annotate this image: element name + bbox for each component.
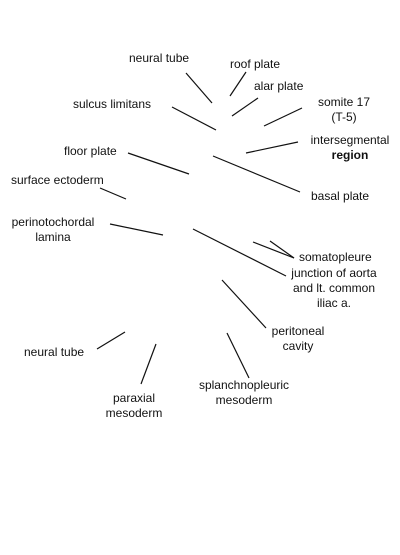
leader-somite — [263, 107, 303, 127]
leader-sulcus-limitans — [171, 106, 217, 131]
label-junction: junction of aorta and lt. common iliac a… — [280, 266, 388, 311]
label-splanchno-line2: mesoderm — [215, 393, 273, 407]
leader-perinotochordal — [109, 223, 164, 236]
label-somatopleure: somatopleure — [299, 250, 372, 264]
leader-roof-plate — [229, 71, 247, 97]
label-paraxial-line1: paraxial — [112, 391, 156, 405]
leader-surface-ectoderm — [99, 187, 127, 200]
label-intersegmental: intersegmental — [310, 133, 390, 147]
label-perinotochordal-line2: lamina — [35, 230, 71, 244]
leader-floor-plate — [127, 152, 190, 175]
label-floor-plate: floor plate — [64, 144, 117, 158]
label-somite-line2: (T-5) — [331, 110, 357, 124]
label-basal-plate: basal plate — [311, 189, 370, 203]
leader-basal-plate — [212, 155, 301, 193]
leader-somatopleure-2 — [269, 240, 295, 259]
label-junction-line3: iliac a. — [316, 296, 351, 310]
label-roof-plate: roof plate — [230, 57, 281, 71]
label-junction-line2: and lt. common — [292, 281, 376, 295]
leader-paraxial — [140, 343, 157, 385]
label-intersegmental-region: intersegmental region — [300, 133, 400, 163]
leader-neural-tube-bottom — [96, 331, 126, 350]
label-alar-plate: alar plate — [254, 79, 304, 93]
label-surface-ectoderm: surface ectoderm — [11, 173, 104, 187]
label-perinotochordal-lamina: perinotochordal lamina — [8, 215, 98, 245]
leader-neural-tube-top — [185, 72, 213, 104]
label-neural-tube-top: neural tube — [129, 51, 190, 65]
leader-intersegmental — [245, 141, 299, 154]
label-paraxial-mesoderm: paraxial mesoderm — [96, 391, 172, 421]
label-peritoneal-line2: cavity — [282, 339, 314, 353]
label-splanchnopleuric-mesoderm: splanchnopleuric mesoderm — [186, 378, 302, 408]
label-paraxial-line2: mesoderm — [105, 406, 163, 420]
label-junction-line1: junction of aorta — [291, 266, 377, 280]
leader-peritoneal — [221, 279, 267, 329]
label-sulcus-limitans: sulcus limitans — [73, 97, 152, 111]
label-somite-line1: somite 17 — [317, 95, 371, 109]
label-peritoneal-cavity: peritoneal cavity — [260, 324, 336, 354]
label-splanchno-line1: splanchnopleuric — [198, 378, 290, 392]
label-region: region — [331, 148, 369, 162]
leader-junction — [192, 228, 287, 277]
label-neural-tube-bottom: neural tube — [24, 345, 85, 359]
label-perinotochordal-line1: perinotochordal — [11, 215, 95, 229]
label-somite: somite 17 (T-5) — [310, 95, 378, 125]
leader-somatopleure-1 — [252, 241, 295, 259]
leader-alar-plate — [231, 97, 259, 117]
leader-splanchno — [226, 332, 250, 379]
label-peritoneal-line1: peritoneal — [271, 324, 325, 338]
